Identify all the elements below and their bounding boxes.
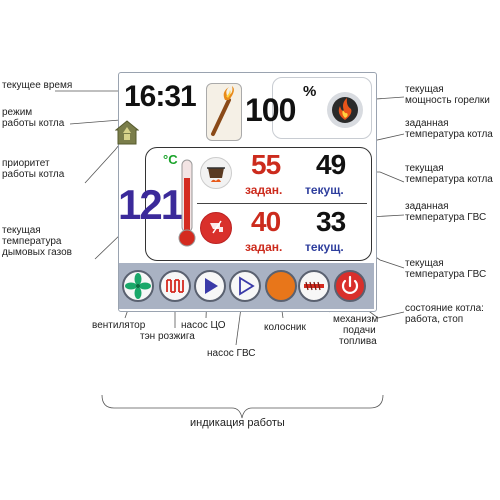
temperature-panel: [145, 147, 372, 261]
flame-icon: [332, 97, 358, 123]
grate-button[interactable]: [265, 270, 297, 302]
thermometer-icon: [178, 159, 196, 247]
state-button[interactable]: [334, 270, 366, 302]
label-fan: вентилятор: [92, 320, 146, 331]
boiler-set-label: задан.: [245, 183, 283, 197]
label-flue-3: дымовых газов: [2, 247, 72, 258]
burner-power-value: 100: [245, 92, 296, 128]
label-boiler-current-1: текущая: [405, 163, 444, 174]
label-heater: тэн розжига: [140, 331, 195, 342]
label-boiler-mode-1: режим: [2, 107, 33, 118]
power-icon: [341, 275, 359, 294]
fan-icon: [125, 273, 151, 299]
label-dhw-current-2: температура ГВС: [405, 269, 487, 280]
play-filled-icon: [205, 278, 218, 294]
burner-flame-icon: [327, 92, 363, 128]
feeder-button[interactable]: [298, 270, 330, 302]
clock-display: 16:31: [124, 80, 197, 113]
label-flue-1: текущая: [2, 225, 41, 236]
tap-icon: [210, 220, 223, 234]
burner-power-unit: %: [303, 83, 317, 100]
indication-bracket: [101, 394, 384, 419]
boiler-mode-icon[interactable]: [206, 83, 242, 141]
fan-button[interactable]: [122, 270, 154, 302]
label-flue-2: температура: [2, 236, 62, 247]
label-pump-co: насос ЦО: [181, 320, 226, 331]
house-icon: [114, 120, 140, 145]
label-dhw-current-1: текущая: [405, 258, 444, 269]
label-pump-dhw: насос ГВС: [207, 348, 256, 359]
play-outline-icon: [239, 276, 255, 296]
dhw-set-label: задан.: [245, 240, 283, 254]
boiler-set-temp: 55: [251, 149, 281, 180]
label-state-1: состояние котла:: [405, 303, 484, 314]
label-state-2: работа, стоп: [405, 314, 464, 325]
label-priority-2: работы котла: [2, 169, 65, 180]
torch-icon: [211, 86, 234, 136]
label-burner-power-1: текущая: [405, 84, 444, 95]
burner-power-panel: [272, 77, 372, 139]
heater-button[interactable]: [159, 270, 191, 302]
label-work-indication: индикация работы: [190, 417, 285, 429]
flue-temp-unit: °C: [163, 152, 178, 167]
dhw-set-temp: 40: [251, 206, 281, 237]
dhw-current-temp: 33: [316, 206, 346, 237]
heating-element-icon: [166, 279, 184, 293]
label-dhw-set-2: температура ГВС: [405, 212, 487, 223]
label-feeder-1: механизм: [333, 314, 379, 325]
panel-divider: [197, 203, 367, 204]
label-boiler-current-2: температура котла: [405, 174, 493, 185]
label-burner-power-2: мощность горелки: [405, 95, 490, 106]
boiler-icon: [200, 157, 232, 189]
label-current-time: текущее время: [2, 80, 73, 91]
label-feeder-2: подачи: [343, 325, 376, 336]
label-priority-1: приоритет: [2, 158, 50, 169]
dhw-current-label: текущ.: [305, 240, 344, 254]
flue-temp-value: 121: [118, 181, 184, 228]
boiler-current-temp: 49: [316, 149, 346, 180]
label-dhw-set-1: заданная: [405, 201, 449, 212]
label-boiler-mode-2: работы котла: [2, 118, 65, 129]
dhw-icon: [200, 212, 232, 244]
cauldron-icon: [207, 167, 225, 182]
priority-icon[interactable]: [114, 119, 140, 145]
label-grate: колосник: [264, 322, 306, 333]
pump-dhw-button[interactable]: [229, 270, 261, 302]
pump-co-button[interactable]: [194, 270, 226, 302]
label-boiler-set-1: заданная: [405, 118, 449, 129]
leader-flue: [94, 232, 123, 260]
label-boiler-set-2: температура котла: [405, 129, 493, 140]
boiler-current-label: текущ.: [305, 183, 344, 197]
label-feeder-3: топлива: [339, 336, 377, 347]
auger-icon: [304, 281, 324, 291]
